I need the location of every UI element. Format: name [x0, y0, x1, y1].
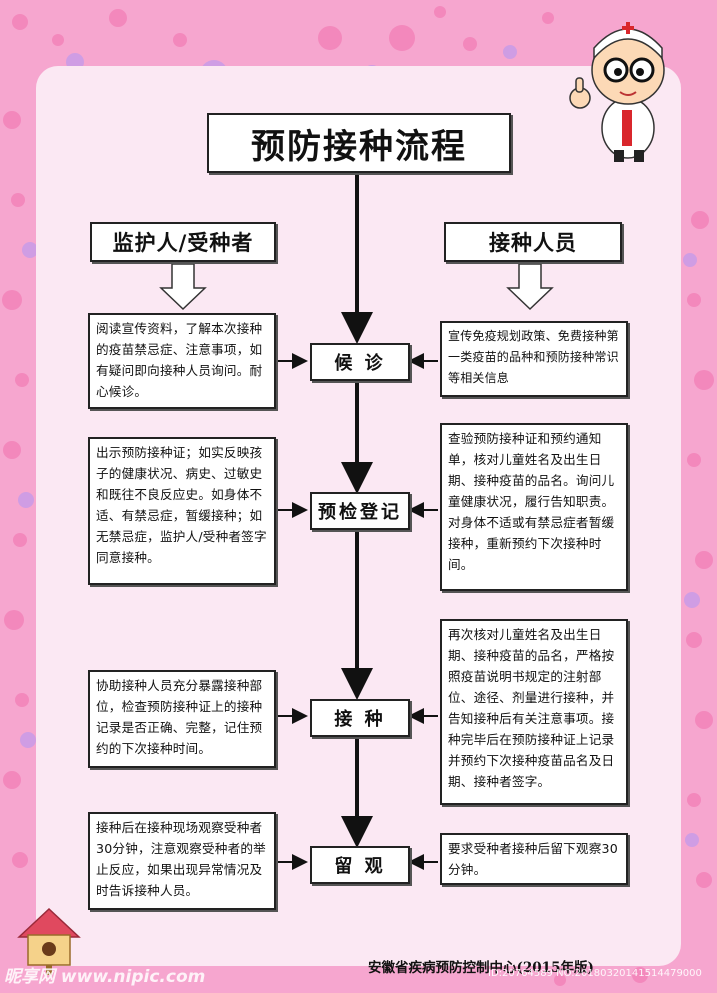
step-vaccinate-staff-text: 再次核对儿童姓名及出生日期、接种疫苗的品名，严格按照疫苗说明书规定的注射部位、途… — [440, 619, 628, 805]
birdhouse-icon — [17, 907, 81, 975]
step-waiting-staff-text: 宣传免疫规划政策、免费接种第一类疫苗的品种和预防接种常识等相关信息 — [440, 321, 628, 397]
step-waiting: 候 诊 — [310, 343, 410, 381]
step-vaccinate-guardian-text: 协助接种人员充分暴露接种部位，检查预防接种证上的接种记录是否正确、完整，记住预约… — [88, 670, 276, 768]
page-title: 预防接种流程 — [207, 113, 511, 173]
step-observe: 留 观 — [310, 846, 410, 884]
step-precheck-staff-text: 查验预防接种证和预约通知单，核对儿童姓名及出生日期、接种疫苗的品名。询问儿童健康… — [440, 423, 628, 591]
doctor-mascot-icon — [569, 22, 665, 162]
step-observe-staff-text: 要求受种者接种后留下观察30分钟。 — [440, 833, 628, 885]
step-observe-guardian-text: 接种后在接种现场观察受种者30分钟，注意观察受种者的举止反应，如果出现异常情况及… — [88, 812, 276, 910]
step-precheck-guardian-text: 出示预防接种证；如实反映孩子的健康状况、病史、过敏史和既往不良反应史。如身体不适… — [88, 437, 276, 585]
step-waiting-guardian-text: 阅读宣传资料，了解本次接种的疫苗禁忌症、注意事项，如有疑问即向接种人员询问。耐心… — [88, 313, 276, 409]
step-vaccinate: 接 种 — [310, 699, 410, 737]
guardian-header: 监护人/受种者 — [90, 222, 276, 262]
watermark: 昵享网 www.nipic.com — [4, 967, 206, 987]
step-precheck: 预检登记 — [310, 492, 410, 530]
staff-header: 接种人员 — [444, 222, 622, 262]
footer-organization: 安徽省疾病预防控制中心(2015年版) — [368, 960, 594, 976]
watermark-id: ID:20764589 NO:20180320141514479000 — [488, 968, 702, 979]
hollow-down-arrow-icon — [159, 263, 554, 311]
